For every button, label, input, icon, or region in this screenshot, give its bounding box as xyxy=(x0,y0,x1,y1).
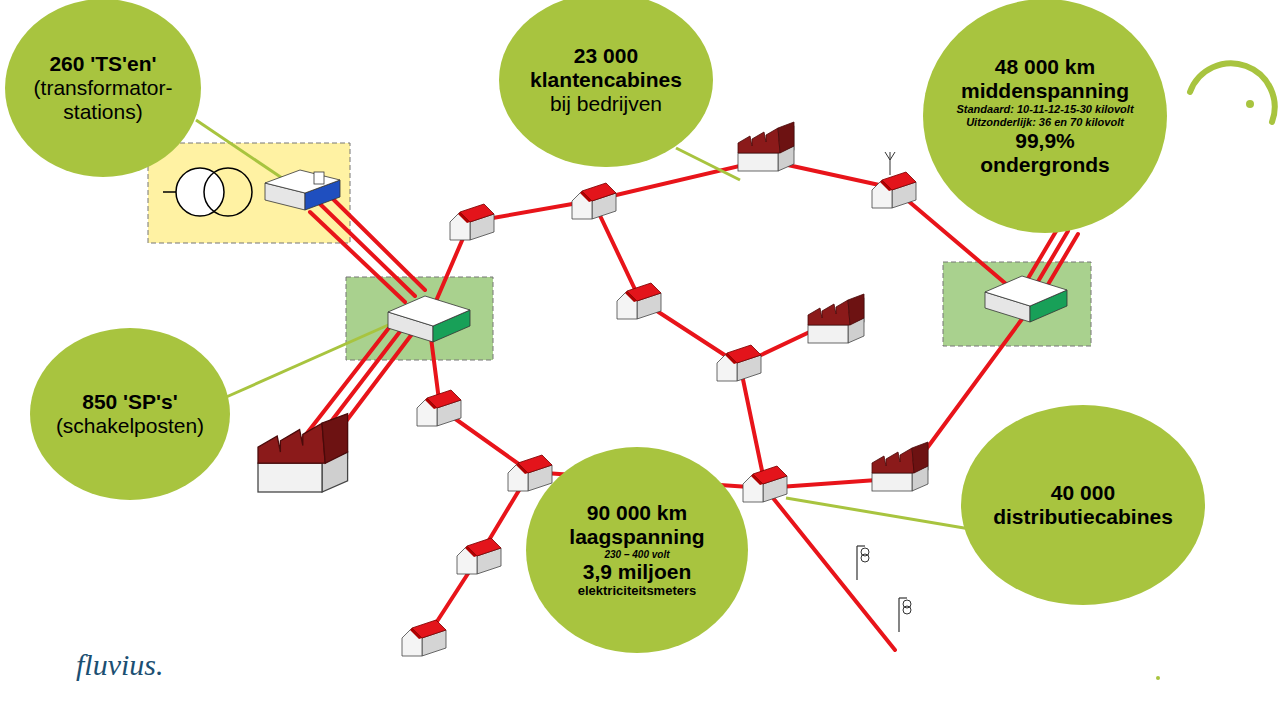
house xyxy=(402,620,446,656)
callout-text-stack: 48 000 km middenspanningStandaard: 10-11… xyxy=(950,55,1140,177)
callout-text: (schakelposten) xyxy=(56,414,204,438)
decor-dot xyxy=(1156,676,1160,680)
callout-heading: 40 000 distributiecabines xyxy=(983,481,1183,529)
logo-text: fluvius. xyxy=(76,648,164,682)
callout-text: 99,9% ondergronds xyxy=(970,129,1120,177)
callout-circle: 48 000 km middenspanningStandaard: 10-11… xyxy=(923,0,1167,233)
callout-text: elektriciteitsmeters xyxy=(578,584,697,599)
transformer-station xyxy=(265,170,340,210)
callout-heading: 260 'TS'en' xyxy=(49,52,156,76)
ts-ground xyxy=(148,143,350,243)
callout-text-stack: 90 000 km laagspanning230 – 400 volt3,9 … xyxy=(562,501,712,600)
cable xyxy=(290,160,1078,650)
callout-text: 3,9 miljoen xyxy=(583,560,692,584)
sp-ground xyxy=(346,277,493,360)
callout-text-stack: 23 000 klantencabinesbij bedrijven xyxy=(518,44,693,116)
switching-post xyxy=(985,276,1067,322)
decor-arc xyxy=(1190,63,1275,122)
callout-text: Standaard: 10-11-12-15-30 kilovolt xyxy=(956,103,1133,116)
pole-transformer xyxy=(857,546,869,580)
sp-ground xyxy=(943,262,1091,346)
callout-text-stack: 850 'SP's'(schakelposten) xyxy=(56,390,204,438)
callout-text-stack: 40 000 distributiecabines xyxy=(983,481,1183,529)
house xyxy=(457,538,501,574)
callout-text: (transformator- stations) xyxy=(23,76,183,124)
callout-text: Uitzonderlijk: 36 en 70 kilovolt xyxy=(966,116,1124,129)
house xyxy=(872,172,916,208)
house xyxy=(508,455,552,491)
house xyxy=(717,345,761,381)
callout-circle: 40 000 distributiecabines xyxy=(961,405,1205,605)
house xyxy=(450,204,494,240)
callout-circle: 850 'SP's'(schakelposten) xyxy=(30,328,230,500)
callout-text-stack: 260 'TS'en'(transformator- stations) xyxy=(23,52,183,124)
antenna xyxy=(885,152,895,160)
house xyxy=(417,390,461,426)
house xyxy=(743,466,787,502)
antenna xyxy=(890,152,891,175)
callout-text: bij bedrijven xyxy=(550,92,662,116)
pole-transformer xyxy=(899,598,911,632)
callout-heading: 850 'SP's' xyxy=(82,390,178,414)
house xyxy=(617,283,661,319)
factory xyxy=(872,442,928,491)
callout-heading: 23 000 klantencabines xyxy=(518,44,693,92)
callout-circle: 90 000 km laagspanning230 – 400 volt3,9 … xyxy=(526,447,748,653)
transformer-symbol xyxy=(163,168,252,216)
house xyxy=(572,183,616,219)
factory xyxy=(258,414,348,492)
factory xyxy=(738,122,794,171)
callout-circle: 23 000 klantencabinesbij bedrijven xyxy=(499,0,712,167)
decor-dot xyxy=(1246,100,1254,108)
callout-heading: 48 000 km middenspanning xyxy=(950,55,1140,103)
switching-post xyxy=(388,296,470,342)
callout-text: 230 – 400 volt xyxy=(604,549,669,561)
callout-heading: 90 000 km laagspanning xyxy=(562,501,712,549)
callout-circle: 260 'TS'en'(transformator- stations) xyxy=(5,0,201,177)
factory xyxy=(808,294,864,343)
